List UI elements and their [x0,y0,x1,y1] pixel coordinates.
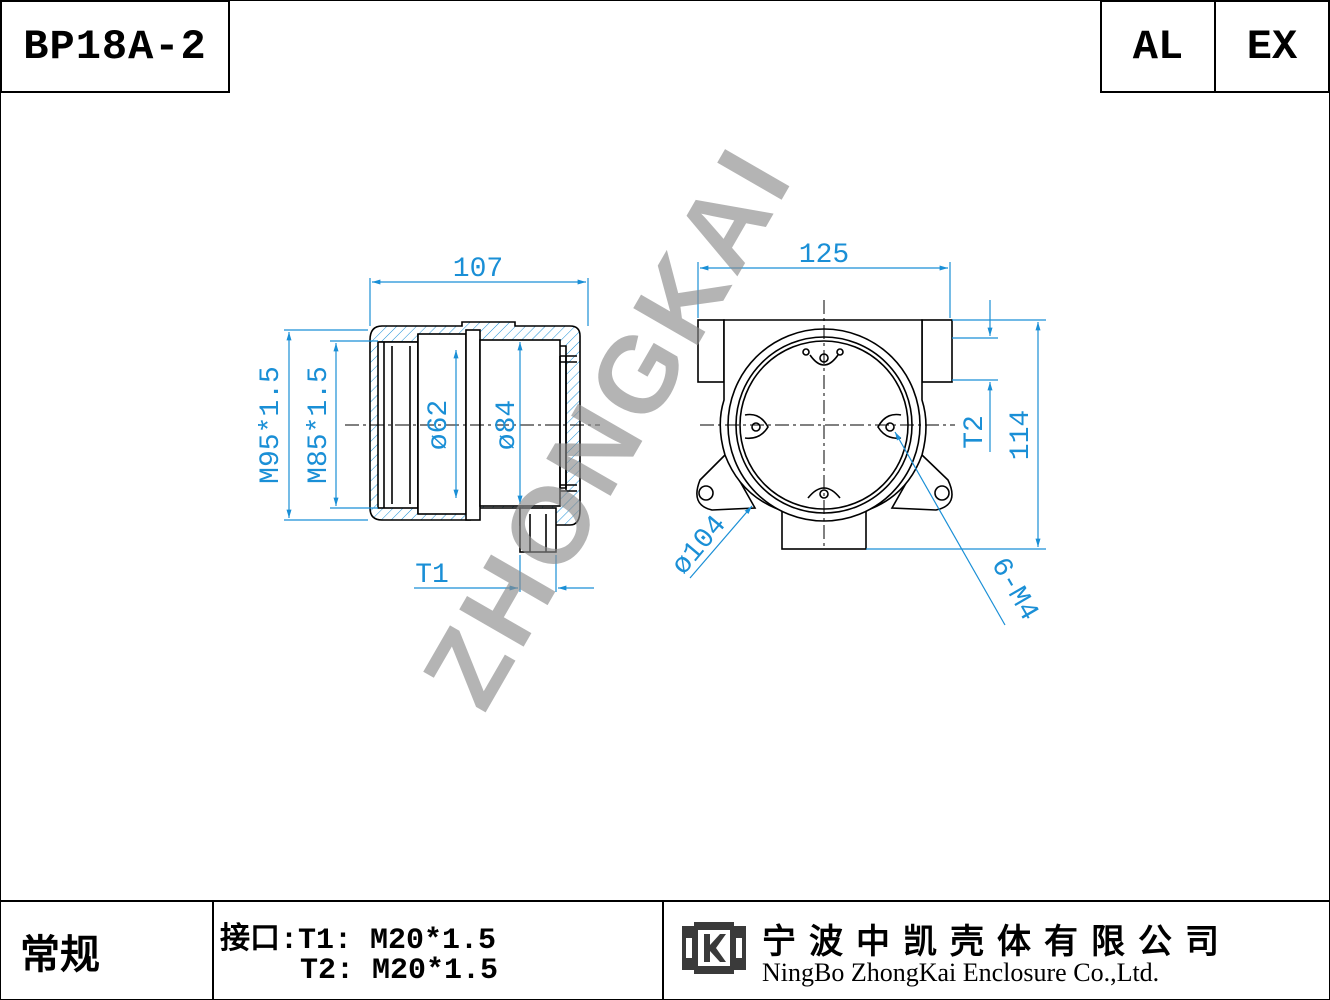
technical-drawing: 107 M95*1.5 M85*1.5 ø62 ø84 T1 [256,126,1046,727]
port-spec-line2: T2: M20*1.5 [300,954,499,988]
dim-m95: M95*1.5 [256,366,287,484]
dim-d104: ø104 [667,510,734,581]
dim-d62: ø62 [424,400,455,450]
dim-m85: M85*1.5 [304,366,335,484]
dim-6m4: 6-M4 [983,553,1043,627]
company-name-en: NingBo ZhongKai Enclosure Co.,Ltd. [762,958,1160,987]
model-code: BP18A-2 [0,0,230,93]
footer-col-divider [212,900,214,1000]
company-logo [682,922,746,974]
dim-114: 114 [1006,410,1037,460]
dim-d84: ø84 [492,400,523,450]
footer-divider [0,900,1330,902]
side-view-dims [284,278,594,592]
company-name-cn: 宁波中凯壳体有限公司 [762,922,1232,962]
dim-125: 125 [799,240,849,271]
port-spec-line1: 接口:T1: M20*1.5 [220,924,497,958]
dim-t2: T2 [960,415,991,449]
dim-t1: T1 [415,560,449,591]
front-view-dims [689,262,1046,626]
dim-107: 107 [453,254,503,285]
footer-col-divider [662,900,664,1000]
front-view [696,300,955,550]
rating-label: EX [1214,0,1330,93]
standard-label: 常规 [20,932,100,978]
